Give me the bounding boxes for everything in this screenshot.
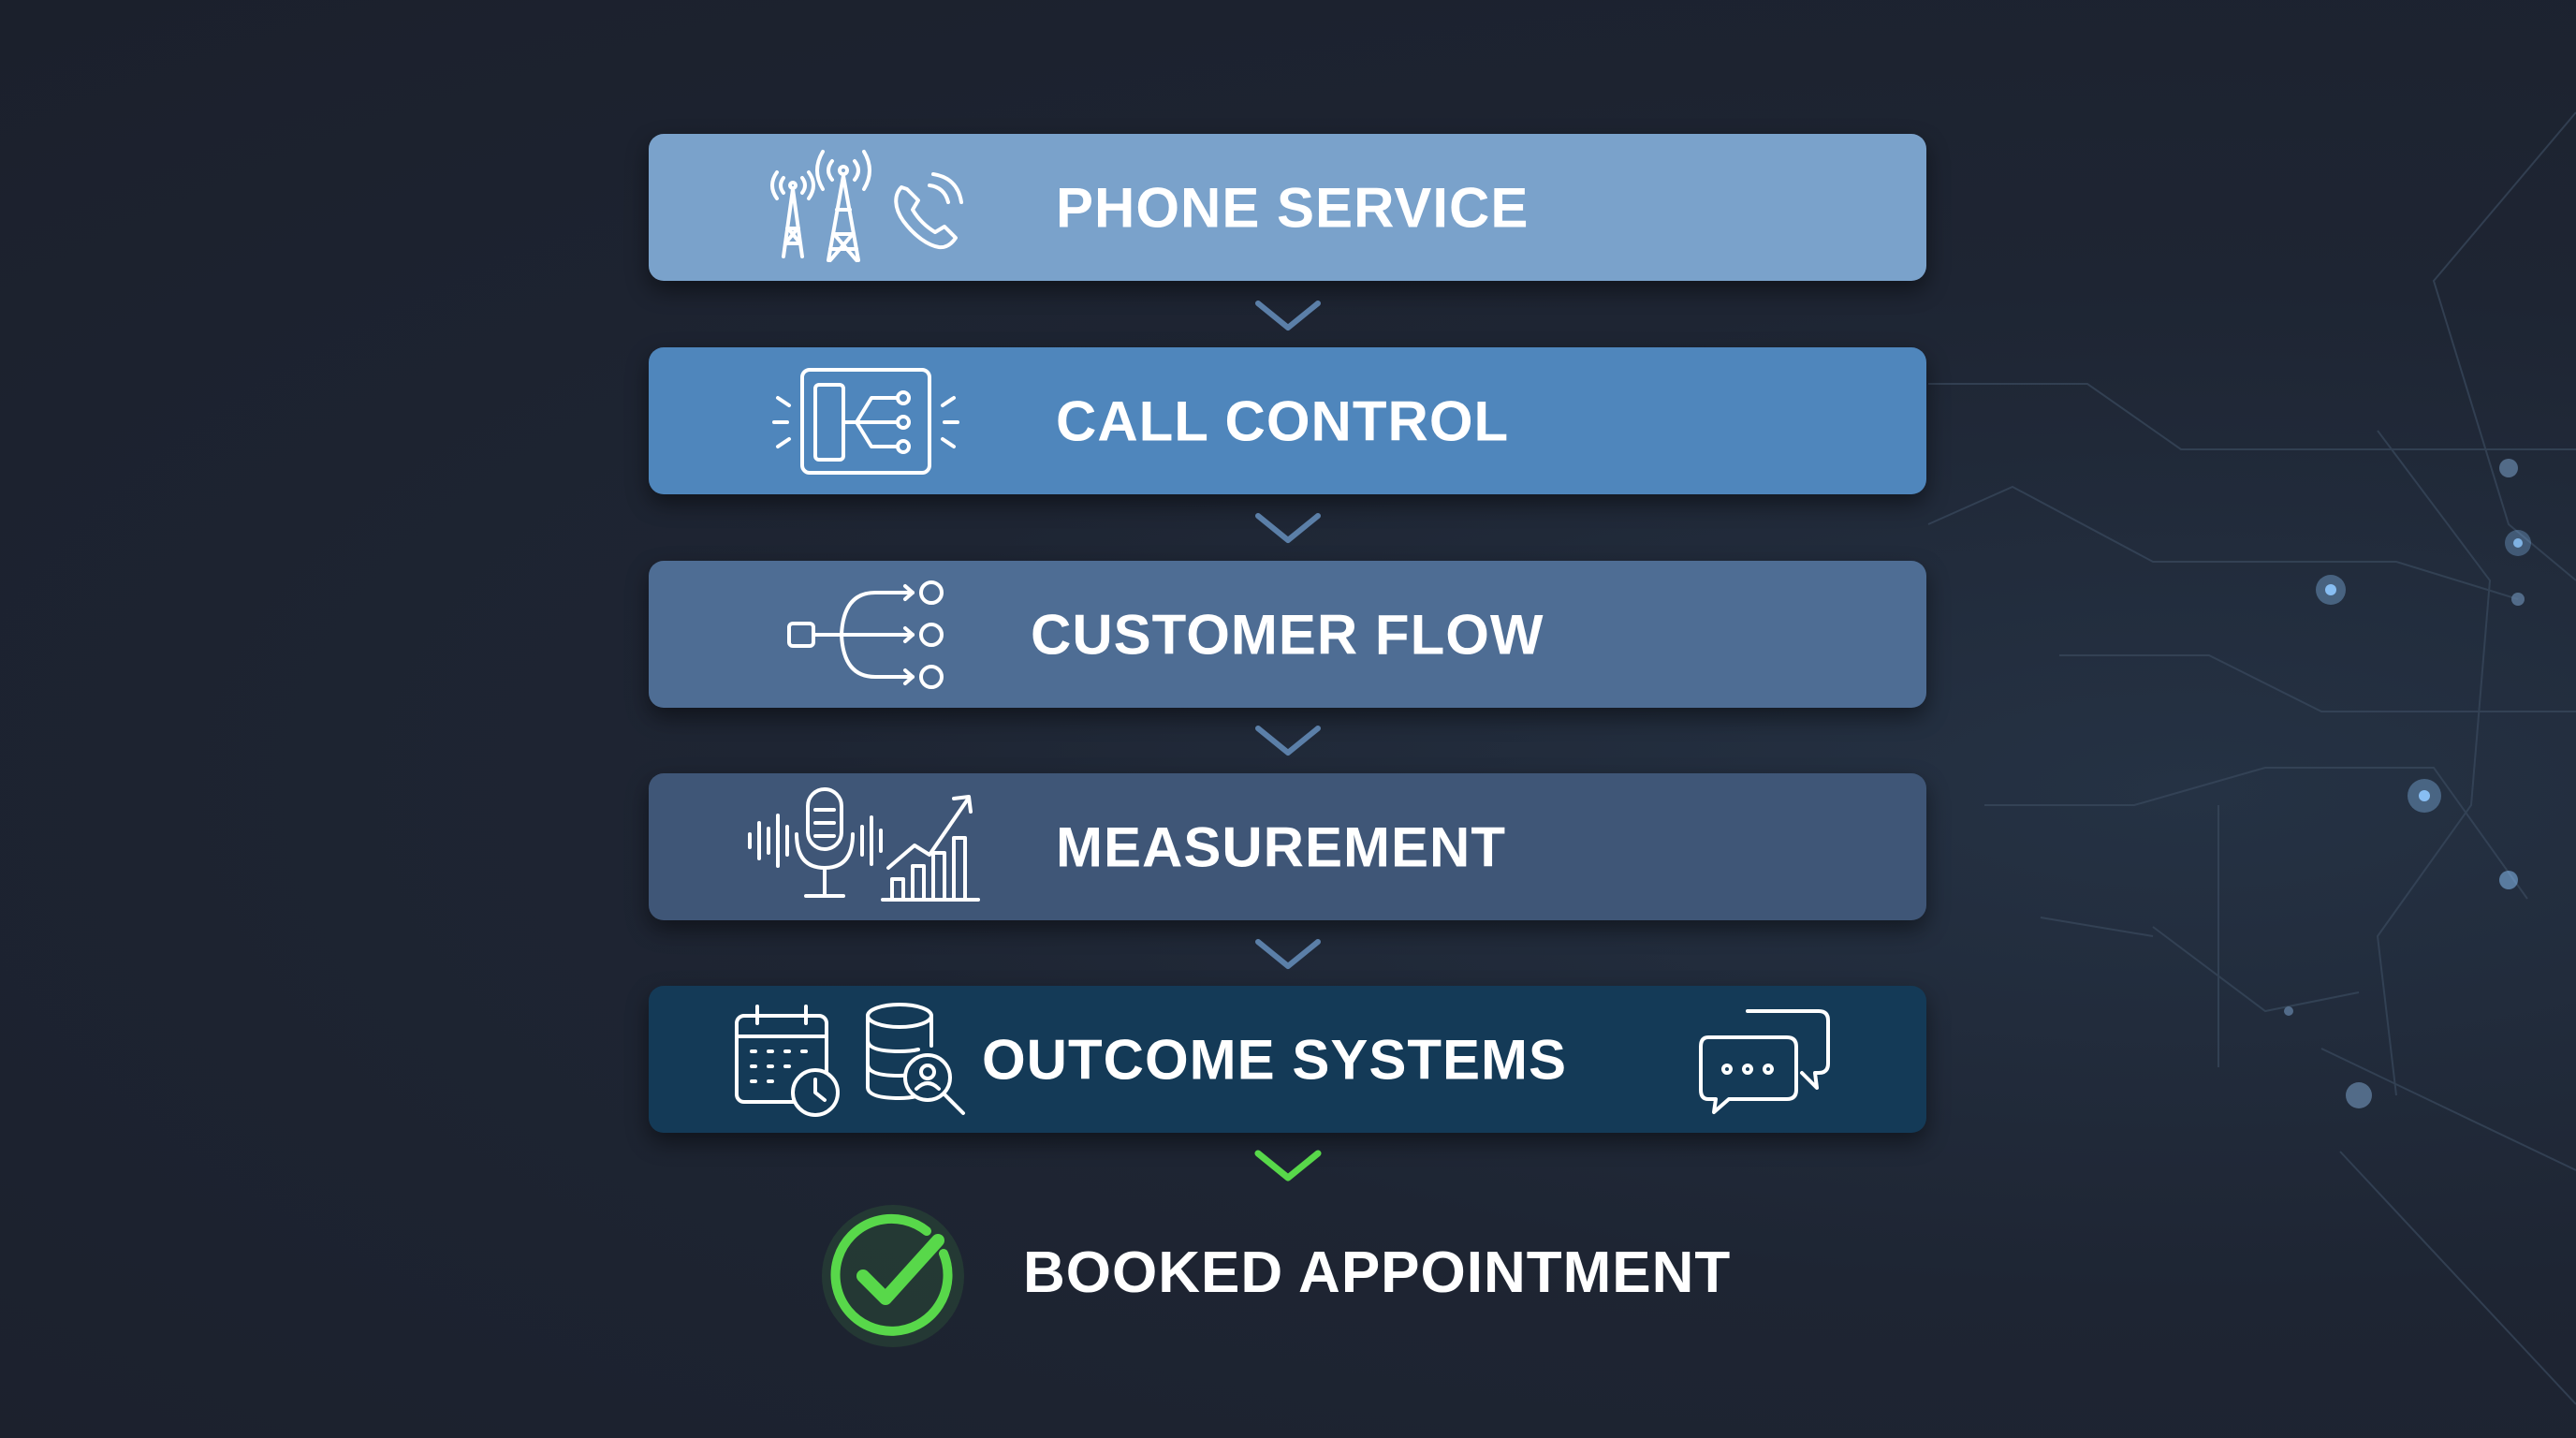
chevron-down-icon bbox=[1252, 936, 1324, 974]
chevron-down-icon bbox=[1252, 723, 1324, 760]
stage-label: CALL CONTROL bbox=[1056, 389, 1510, 452]
chevron-down-icon bbox=[1252, 1148, 1324, 1185]
stage-label: PHONE SERVICE bbox=[1056, 176, 1530, 239]
stage-call-control: CALL CONTROL bbox=[649, 347, 1926, 494]
control-panel-icon bbox=[767, 360, 973, 482]
stage-label: MEASUREMENT bbox=[1056, 815, 1507, 878]
stage-phone-service: PHONE SERVICE bbox=[649, 134, 1926, 281]
cell-tower-phone-icon bbox=[754, 142, 988, 273]
database-search-icon bbox=[862, 999, 974, 1121]
stage-label: CUSTOMER FLOW bbox=[1031, 603, 1544, 666]
chat-bubbles-icon bbox=[1695, 1004, 1834, 1116]
branching-flow-icon bbox=[785, 574, 954, 696]
microphone-chart-icon bbox=[742, 782, 986, 913]
result-label: BOOKED APPOINTMENT bbox=[1023, 1240, 1732, 1305]
check-circle-icon bbox=[818, 1201, 968, 1356]
chevron-down-icon bbox=[1252, 298, 1324, 335]
stage-outcome-systems: OUTCOME SYSTEMS bbox=[649, 986, 1926, 1133]
chevron-down-icon bbox=[1252, 510, 1324, 548]
stage-customer-flow: CUSTOMER FLOW bbox=[649, 561, 1926, 708]
stage-label: OUTCOME SYSTEMS bbox=[982, 1028, 1568, 1091]
stage-measurement: MEASUREMENT bbox=[649, 773, 1926, 920]
calendar-icon bbox=[731, 999, 847, 1121]
